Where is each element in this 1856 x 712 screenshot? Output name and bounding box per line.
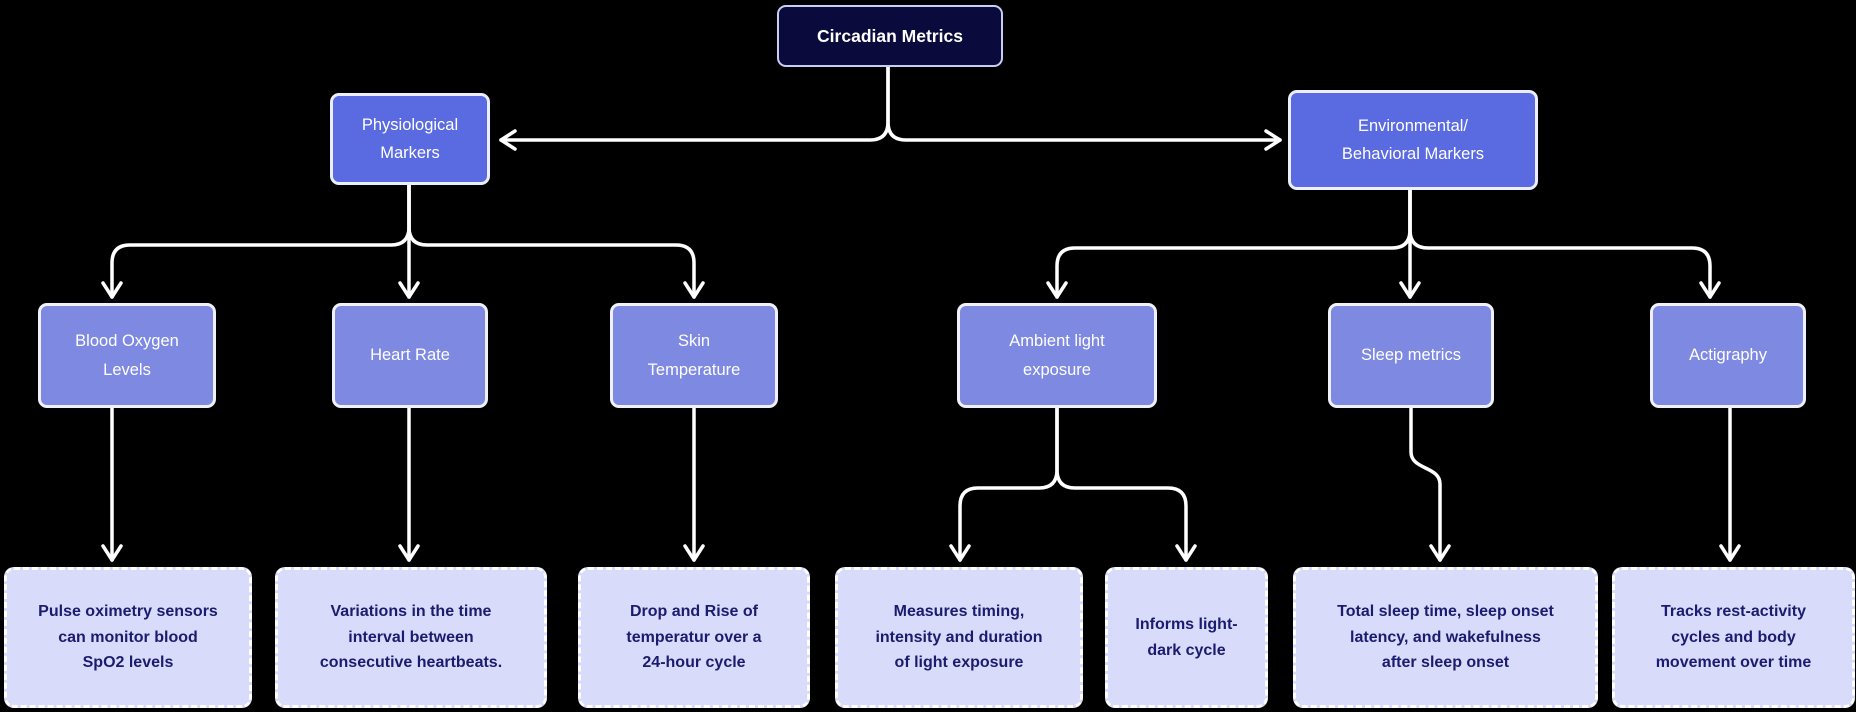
- leaf-ambient-light-description-2: Informs light- dark cycle: [1105, 567, 1268, 708]
- leaf-ambient-light-description-1: Measures timing, intensity and duration …: [835, 567, 1083, 708]
- leaf-label: Pulse oximetry sensors can monitor blood…: [38, 602, 218, 672]
- edge-physiological-to-blood-oxygen: [101, 183, 411, 299]
- edge-root-to-environmental: [886, 65, 1282, 151]
- node-skin-temperature: Skin Temperature: [610, 303, 778, 408]
- node-label: Heart Rate: [370, 346, 450, 365]
- edge-environmental-to-actigraphy: [1408, 188, 1721, 299]
- node-circadian-metrics: Circadian Metrics: [777, 5, 1003, 67]
- node-blood-oxygen-levels: Blood Oxygen Levels: [38, 303, 216, 408]
- leaf-label: Drop and Rise of temperatur over a 24-ho…: [626, 602, 762, 672]
- leaf-label: Tracks rest-activity cycles and body mov…: [1655, 602, 1812, 672]
- edge-physiological-to-skin-temperature: [407, 183, 705, 299]
- node-label: Actigraphy: [1689, 346, 1767, 365]
- node-ambient-light-exposure: Ambient light exposure: [957, 303, 1157, 408]
- node-label: Environmental/ Behavioral Markers: [1341, 116, 1485, 163]
- node-label: Blood Oxygen Levels: [75, 332, 179, 379]
- edge-environmental-to-ambient-light: [1046, 188, 1412, 299]
- node-heart-rate: Heart Rate: [332, 303, 488, 408]
- leaf-heart-rate-description: Variations in the time interval between …: [275, 567, 547, 708]
- leaf-label: Informs light- dark cycle: [1135, 615, 1238, 659]
- edge-sleep-metrics-to-detail: [1409, 406, 1451, 562]
- leaf-label: Total sleep time, sleep onset latency, a…: [1337, 602, 1554, 672]
- node-label: Circadian Metrics: [817, 25, 963, 46]
- leaf-actigraphy-description: Tracks rest-activity cycles and body mov…: [1612, 567, 1855, 708]
- edge-ambient-light-to-detail-2: [1055, 406, 1197, 562]
- leaf-blood-oxygen-description: Pulse oximetry sensors can monitor blood…: [4, 567, 252, 708]
- node-label: Sleep metrics: [1361, 346, 1461, 365]
- node-physiological-markers: Physiological Markers: [330, 93, 490, 185]
- edge-root-to-physiological: [499, 65, 890, 151]
- node-label: Physiological Markers: [361, 115, 459, 162]
- node-label: Ambient light exposure: [1009, 332, 1105, 379]
- node-label: Skin Temperature: [647, 332, 741, 379]
- leaf-skin-temperature-description: Drop and Rise of temperatur over a 24-ho…: [578, 567, 810, 708]
- leaf-label: Variations in the time interval between …: [319, 602, 503, 672]
- node-actigraphy: Actigraphy: [1650, 303, 1806, 408]
- node-environmental-behavioral-markers: Environmental/ Behavioral Markers: [1288, 90, 1538, 190]
- leaf-label: Measures timing, intensity and duration …: [875, 602, 1043, 672]
- leaf-sleep-metrics-description: Total sleep time, sleep onset latency, a…: [1293, 567, 1598, 708]
- edge-ambient-light-to-detail-1: [949, 406, 1059, 562]
- node-sleep-metrics: Sleep metrics: [1328, 303, 1494, 408]
